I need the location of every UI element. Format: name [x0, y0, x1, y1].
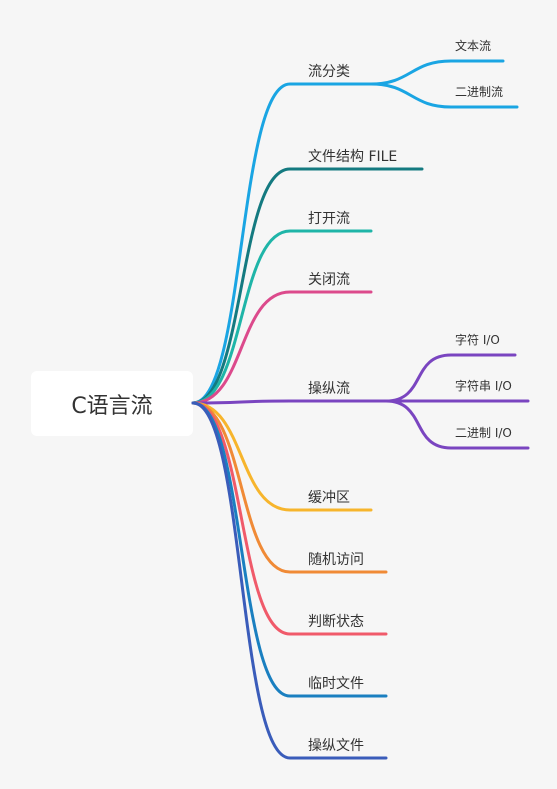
child-label-operate-0[interactable]: 字符 I/O — [455, 332, 500, 347]
connector-state — [191, 401, 388, 636]
connector-classify-child-0 — [369, 59, 505, 86]
root-node[interactable]: C语言流 — [31, 371, 193, 436]
child-label-classify-0[interactable]: 文本流 — [455, 38, 491, 53]
connector-close — [191, 290, 373, 405]
connector-classify-child-1 — [369, 82, 519, 109]
connector-operate — [191, 399, 388, 405]
child-label-operate-2[interactable]: 二进制 I/O — [455, 426, 512, 440]
branch-label-buffer[interactable]: 缓冲区 — [308, 490, 350, 506]
connector-opfile — [191, 401, 388, 760]
branch-label-opfile[interactable]: 操纵文件 — [308, 738, 364, 754]
connector-classify — [191, 82, 373, 405]
branch-label-classify[interactable]: 流分类 — [308, 64, 350, 80]
branch-label-random[interactable]: 随机访问 — [308, 552, 364, 568]
connector-operate-child-0 — [384, 353, 517, 403]
branch-label-operate[interactable]: 操纵流 — [308, 381, 350, 397]
branch-label-state[interactable]: 判断状态 — [308, 614, 364, 630]
connector-random — [191, 401, 388, 574]
child-label-operate-1[interactable]: 字符串 I/O — [455, 378, 512, 393]
root-label: C语言流 — [71, 393, 153, 419]
connector-lines — [191, 59, 530, 760]
connector-tempfile — [191, 401, 388, 698]
branch-label-tempfile[interactable]: 临时文件 — [308, 676, 364, 692]
branch-label-close[interactable]: 关闭流 — [308, 272, 350, 288]
connector-open — [191, 229, 373, 405]
connector-file-struct — [191, 167, 424, 405]
child-label-classify-1[interactable]: 二进制流 — [455, 85, 503, 99]
branch-label-file-struct[interactable]: 文件结构 FILE — [308, 149, 397, 165]
branch-label-open[interactable]: 打开流 — [308, 210, 350, 227]
connector-operate-child-2 — [384, 399, 530, 450]
connector-buffer — [191, 401, 373, 512]
